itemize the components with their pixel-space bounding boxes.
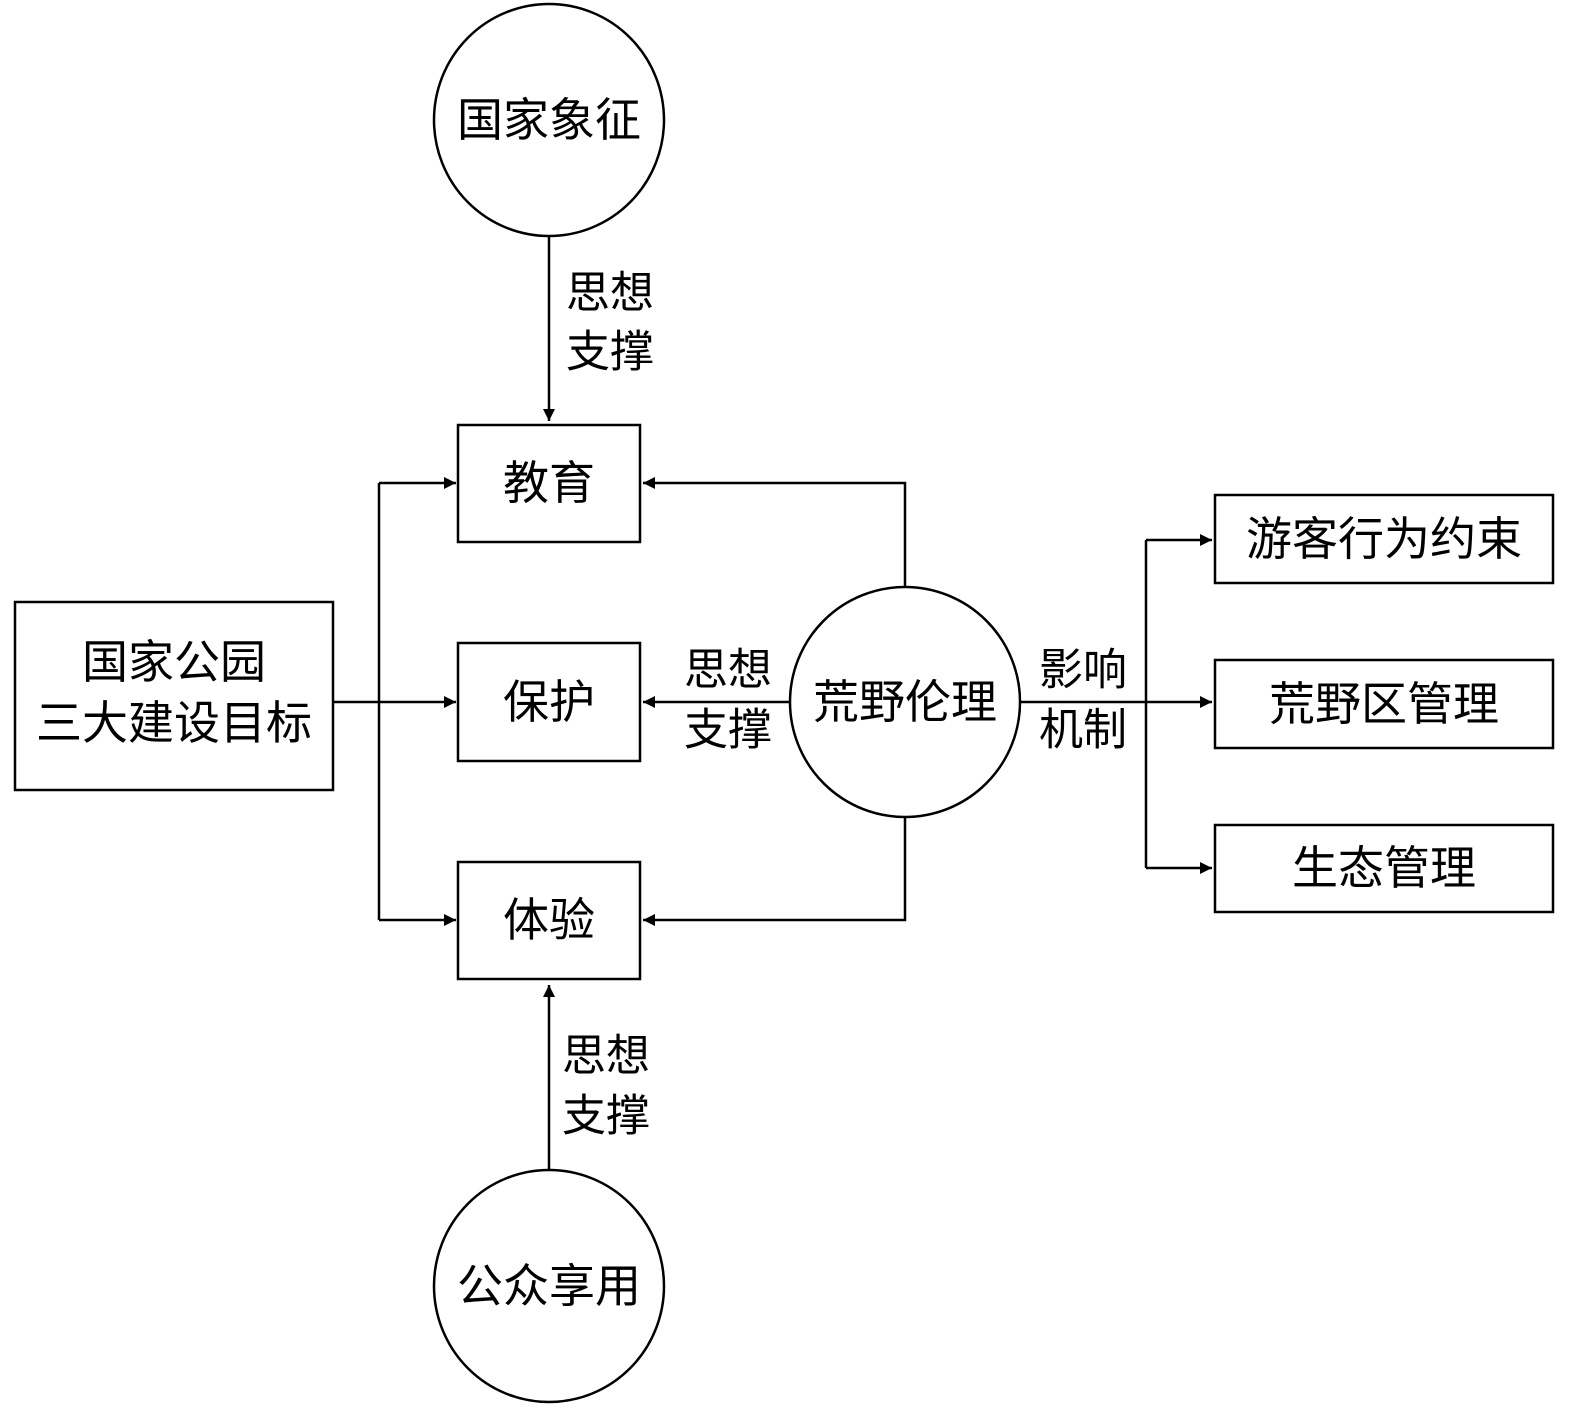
svg-text:体验: 体验 [503, 893, 595, 947]
node-public-enjoyment: 公众享用 [432, 1168, 666, 1404]
label-top-support: 思想 支撑 [566, 268, 654, 378]
svg-text:支撑: 支撑 [562, 1091, 650, 1142]
svg-text:影响: 影响 [1039, 645, 1127, 696]
edge-ethics-to-management [1019, 534, 1212, 874]
edge-goals-to-targets [333, 477, 456, 926]
node-experience: 体验 [456, 860, 642, 981]
svg-text:游客行为约束: 游客行为约束 [1246, 512, 1522, 566]
svg-text:保护: 保护 [503, 675, 595, 729]
svg-text:国家象征: 国家象征 [457, 93, 641, 147]
svg-text:机制: 机制 [1039, 705, 1127, 756]
svg-text:思想: 思想 [684, 645, 772, 696]
svg-text:教育: 教育 [503, 456, 595, 510]
node-education: 教育 [456, 423, 642, 544]
node-wilderness-management: 荒野区管理 [1213, 658, 1555, 750]
node-ecological-management: 生态管理 [1213, 823, 1555, 914]
node-protection: 保护 [456, 641, 642, 763]
node-visitor-constraint: 游客行为约束 [1213, 493, 1555, 585]
node-wilderness-ethics: 荒野伦理 [788, 585, 1022, 819]
edge-ethics-to-targets [643, 477, 907, 926]
svg-text:荒野区管理: 荒野区管理 [1269, 677, 1499, 731]
label-influence-mechanism: 影响 机制 [1039, 645, 1127, 756]
svg-text:荒野伦理: 荒野伦理 [813, 675, 997, 729]
label-bottom-support: 思想 支撑 [562, 1031, 650, 1142]
svg-text:公众享用: 公众享用 [457, 1259, 641, 1313]
svg-text:三大建设目标: 三大建设目标 [36, 696, 312, 750]
svg-text:思想: 思想 [562, 1031, 650, 1082]
svg-text:国家公园: 国家公园 [82, 635, 266, 689]
svg-text:支撑: 支撑 [566, 327, 654, 378]
svg-text:思想: 思想 [566, 268, 654, 319]
label-middle-support: 思想 支撑 [684, 645, 772, 756]
node-construction-goals: 国家公园 三大建设目标 [13, 600, 335, 792]
svg-text:支撑: 支撑 [684, 705, 772, 756]
svg-text:生态管理: 生态管理 [1292, 841, 1476, 895]
node-national-symbol: 国家象征 [432, 2, 666, 238]
